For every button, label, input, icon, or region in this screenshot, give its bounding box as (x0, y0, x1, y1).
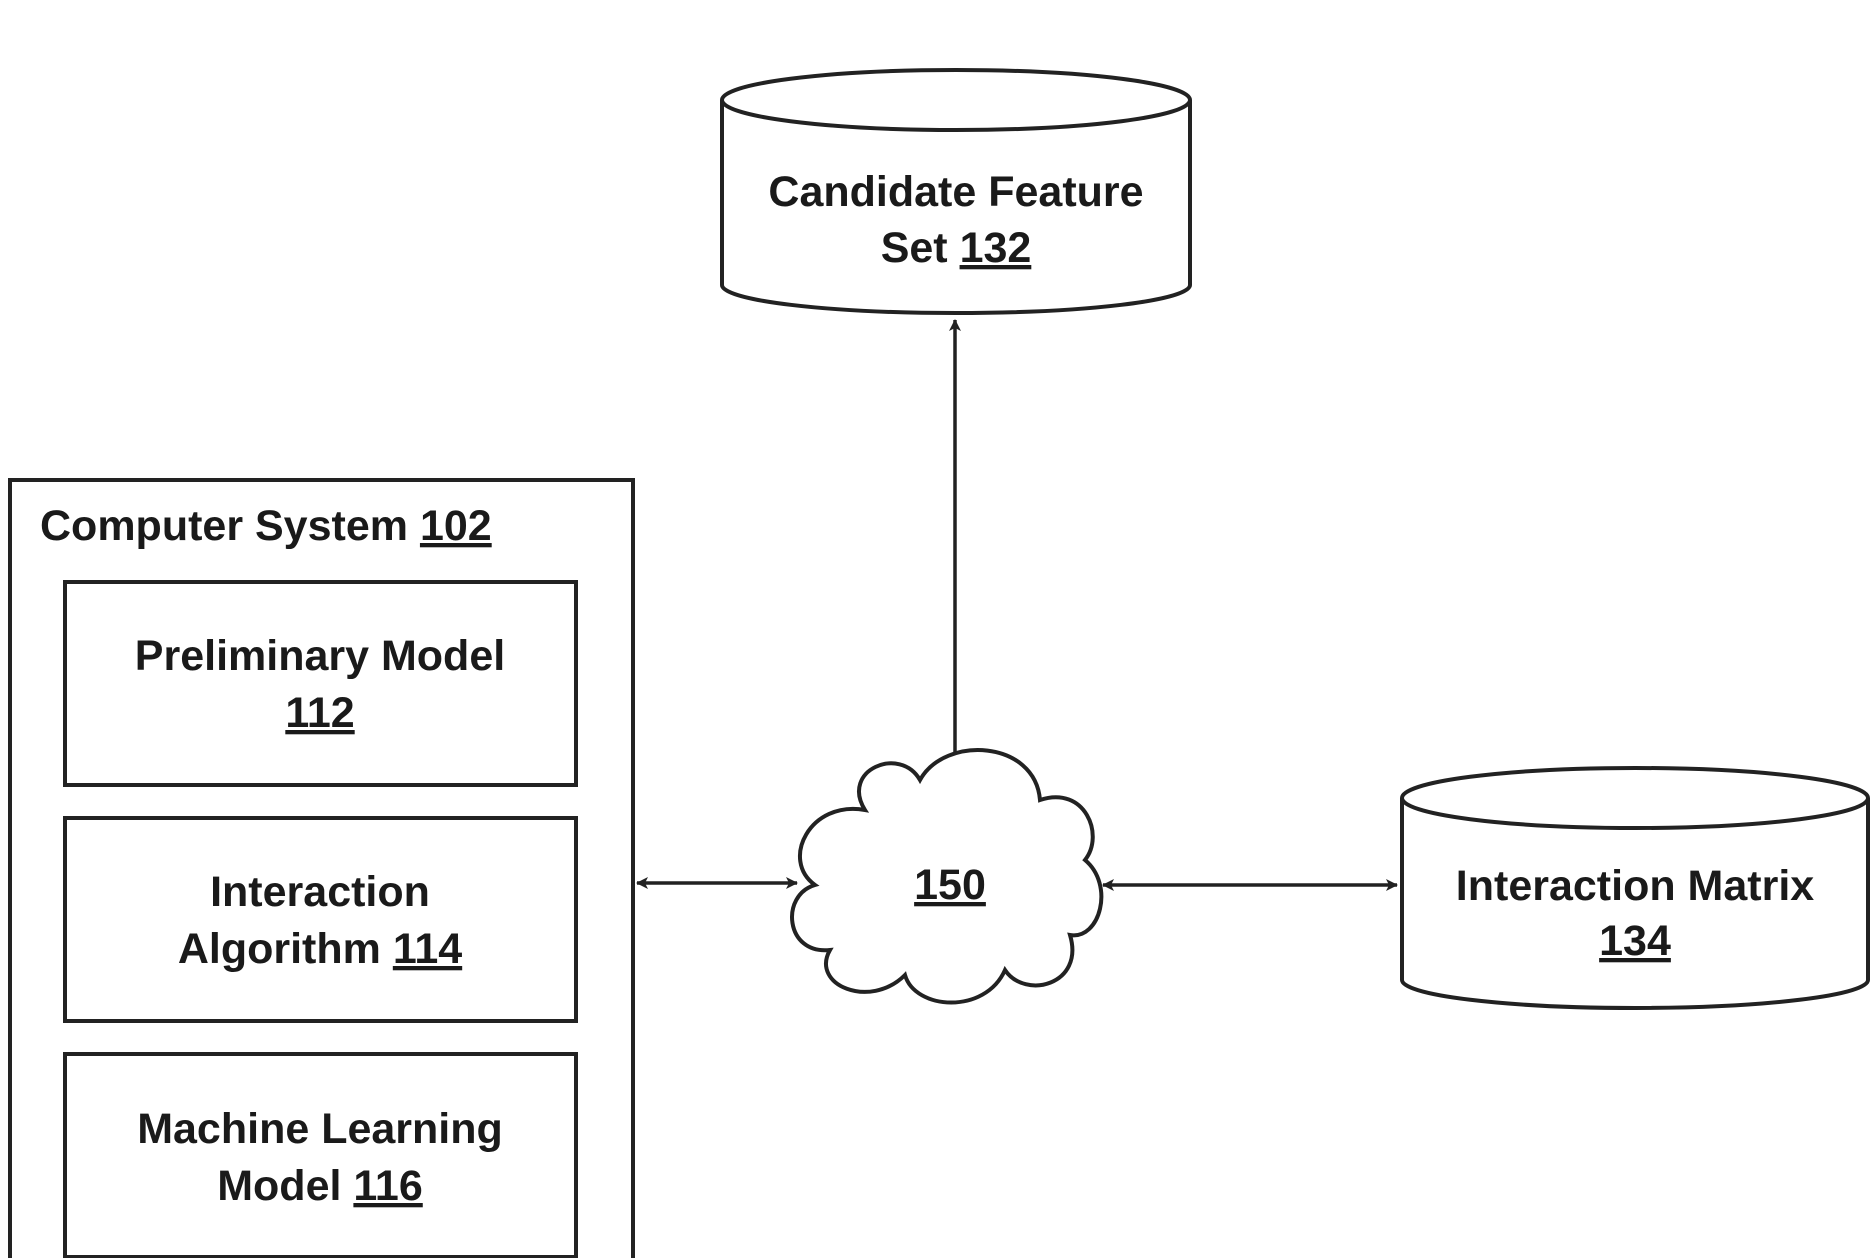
preliminary-model-label: Preliminary Model (135, 632, 505, 680)
interaction-algorithm-ref: 114 (393, 925, 462, 973)
computer-system-ref: 102 (420, 502, 492, 550)
svg-text:Model 116: Model 116 (217, 1162, 423, 1210)
candidate-feature-set-label-line2: Set (881, 224, 948, 272)
interaction-matrix-label: Interaction Matrix (1456, 862, 1814, 910)
svg-text:Computer System 102: Computer System 102 (40, 502, 492, 550)
network-ref: 150 (914, 861, 986, 909)
interaction-algorithm-label-line1: Interaction (210, 868, 430, 916)
interaction-matrix-database: Interaction Matrix 134 (1402, 768, 1868, 1008)
machine-learning-model-box: Machine Learning Model 116 (65, 1054, 576, 1257)
candidate-feature-set-database: Candidate Feature Set 132 (722, 70, 1190, 313)
machine-learning-model-ref: 116 (353, 1162, 422, 1210)
candidate-feature-set-ref: 132 (960, 224, 1032, 272)
machine-learning-model-label-line2: Model (217, 1162, 341, 1210)
preliminary-model-ref: 112 (285, 689, 354, 737)
interaction-algorithm-label-line2: Algorithm (178, 925, 381, 973)
network-cloud: 150 (792, 750, 1101, 1002)
interaction-matrix-ref: 134 (1599, 917, 1671, 965)
candidate-feature-set-label-line1: Candidate Feature (768, 168, 1143, 216)
svg-text:Set 132: Set 132 (881, 224, 1032, 272)
machine-learning-model-label-line1: Machine Learning (137, 1105, 503, 1153)
computer-system-label: Computer System (40, 502, 408, 550)
preliminary-model-box: Preliminary Model 112 (65, 582, 576, 785)
svg-text:Algorithm 114: Algorithm 114 (178, 925, 462, 973)
interaction-algorithm-box: Interaction Algorithm 114 (65, 818, 576, 1021)
